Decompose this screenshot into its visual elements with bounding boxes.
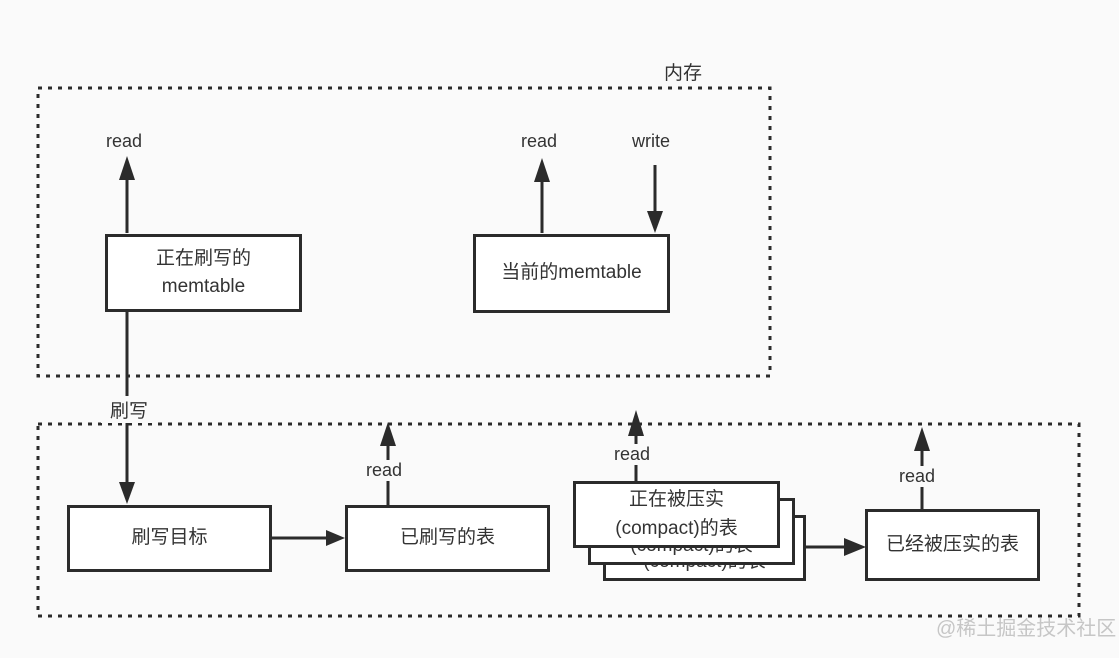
memory-region-label: 内存 xyxy=(664,63,703,84)
watermark: @稀土掘金技术社区 xyxy=(936,618,1117,640)
write-arrow-current-memtable xyxy=(647,165,663,233)
node-compacted-table: 已经被压实的表 xyxy=(865,509,1040,581)
read-label-flushed-table: read xyxy=(363,460,406,481)
node-compacting-table-line1: 正在被压实 xyxy=(628,489,724,510)
arrow-flush-target-to-flushed-table xyxy=(272,530,345,546)
read-label-compacting-table: read xyxy=(611,444,654,465)
write-label-current-memtable: write xyxy=(629,131,674,152)
node-flushed-table-label: 已刷写的表 xyxy=(399,527,495,549)
flush-label: 刷写 xyxy=(101,396,157,423)
node-current-memtable-label: 当前的memtable xyxy=(501,262,642,284)
node-current-memtable: 当前的memtable xyxy=(473,234,670,313)
arrow-compacting-to-compacted xyxy=(806,538,866,556)
node-compacted-table-label: 已经被压实的表 xyxy=(885,533,1019,555)
node-flush-target: 刷写目标 xyxy=(67,505,272,572)
read-arrow-current-memtable xyxy=(534,158,550,233)
node-flushing-memtable: 正在刷写的 memtable xyxy=(105,234,302,312)
read-label-flushing-memtable: read xyxy=(103,131,146,152)
node-compacting-table: 正在被压实 (compact)的表 xyxy=(573,481,780,548)
node-flush-target-label: 刷写目标 xyxy=(131,527,208,549)
node-flushed-table: 已刷写的表 xyxy=(345,505,550,572)
node-compacting-table-line2: (compact)的表 xyxy=(615,517,738,539)
read-label-compacted-table: read xyxy=(896,466,939,487)
node-flushing-memtable-line2: memtable xyxy=(161,276,246,297)
read-arrow-flushing-memtable xyxy=(119,156,135,233)
read-label-current-memtable: read xyxy=(518,131,561,152)
node-flushing-memtable-line1: 正在刷写的 xyxy=(155,247,251,269)
